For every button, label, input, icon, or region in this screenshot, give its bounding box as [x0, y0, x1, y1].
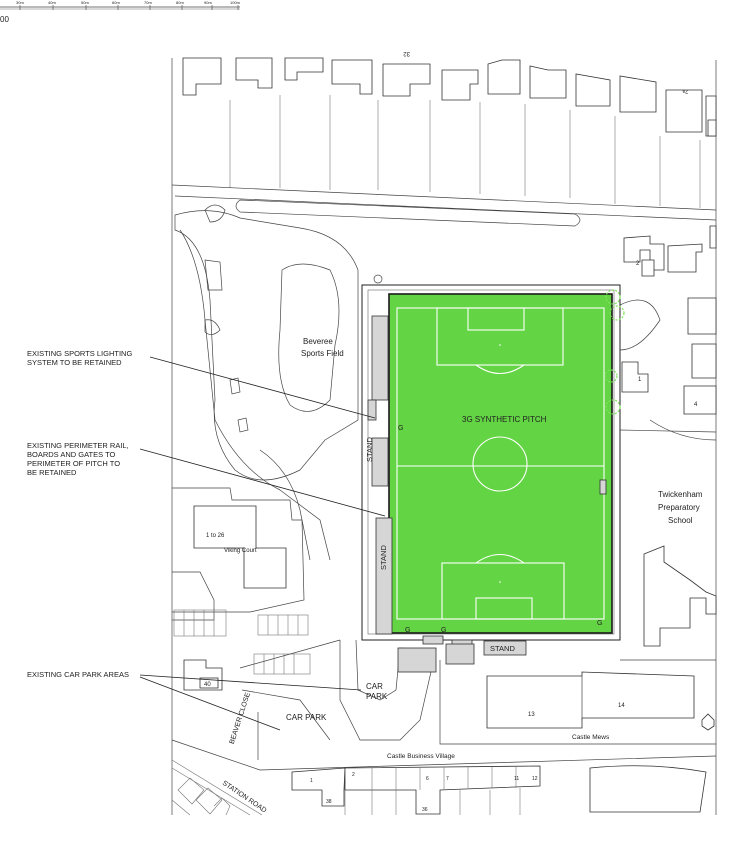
stand-label: STAND: [365, 437, 374, 462]
building-number: 14: [618, 703, 625, 709]
house-number: 36: [422, 807, 428, 813]
garden-plots-north: [229, 95, 701, 208]
house-number: 4: [694, 402, 698, 408]
house-number: 2: [636, 261, 640, 267]
car-park-label: CAR: [366, 682, 383, 691]
school-label: Preparatory: [658, 503, 700, 512]
pitch-label: 3G SYNTHETIC PITCH: [462, 415, 547, 424]
twickenham-preparatory-school: Twickenham Preparatory School: [620, 490, 717, 661]
scale-tick: 70m: [144, 0, 152, 5]
scale-tick: 100m: [230, 0, 241, 5]
annotation-leaders: [139, 356, 386, 731]
gate-marker: G: [441, 627, 446, 634]
school-label: Twickenham: [658, 490, 703, 499]
stands: [367, 315, 607, 656]
car-park-label: CAR PARK: [286, 713, 327, 722]
northern-track: [171, 184, 717, 227]
building-number: 13: [528, 712, 535, 718]
building-label: Viking Court: [224, 548, 257, 554]
gate-marker: G: [597, 620, 602, 627]
beaver-close-buildings: 40: [183, 659, 223, 691]
scale-tick: 30m: [16, 0, 24, 5]
annotation-lighting: EXISTING SPORTS LIGHTING SYSTEM TO BE RE…: [27, 349, 133, 367]
viking-court: 1 to 26 Viking Court: [172, 487, 305, 621]
field-label: Sports Field: [301, 349, 344, 358]
school-label: School: [668, 516, 693, 525]
scale-tick: 60m: [112, 0, 120, 5]
field-label: Beveree: [303, 337, 333, 346]
car-park-roads: [171, 639, 717, 771]
house-number: 38: [326, 799, 332, 805]
houses-east: 2 1 4: [619, 119, 717, 441]
scale-tick: 50m: [81, 0, 89, 5]
scale-tick: 40m: [48, 0, 56, 5]
building-number: 40: [204, 682, 211, 688]
house-number: 32: [403, 50, 410, 56]
house-number: 7: [446, 776, 449, 782]
annotation-car-park-areas: EXISTING CAR PARK AREAS: [27, 670, 129, 679]
houses-north: 2a 32: [182, 50, 717, 137]
car-park-label: PARK: [366, 692, 388, 701]
beveree-sports-field: [174, 204, 383, 561]
trees-east: [604, 289, 625, 415]
pitch-surround: [361, 284, 621, 641]
stand-label: STAND: [490, 644, 515, 653]
house-number: 2a: [682, 88, 688, 94]
gate-marker: G: [405, 627, 410, 634]
synthetic-pitch: [388, 293, 613, 634]
annotation-perimeter: EXISTING PERIMETER RAIL, BOARDS AND GATE…: [27, 441, 129, 477]
street-label: Castle Business Village: [387, 753, 455, 760]
house-number: 2: [352, 772, 355, 778]
house-number: 1: [310, 778, 313, 784]
scale-tick: 80m: [176, 0, 184, 5]
scale-tick: 90m: [204, 0, 212, 5]
scale-ratio: 00: [0, 15, 9, 24]
castle-business-village: Castle Business Village 1 2 38 36 6 7 11…: [291, 753, 707, 815]
stand-label: STAND: [379, 545, 388, 570]
castle-mews: 13 14 Castle Mews: [486, 671, 715, 741]
house-number: 1: [638, 377, 642, 383]
house-number: 6: [426, 776, 429, 782]
road-label: STATION ROAD: [221, 780, 268, 815]
scale-bar: 30m 40m 50m 60m 70m 80m 90m 100m 00: [0, 0, 241, 24]
pitch-surface: [388, 293, 613, 634]
house-number: 11: [514, 776, 519, 782]
building-number: 1 to 26: [206, 533, 225, 539]
station-road-houses: [171, 759, 263, 816]
gate-marker: G: [398, 425, 403, 432]
street-label: Castle Mews: [572, 734, 610, 741]
house-number: 12: [532, 776, 538, 782]
